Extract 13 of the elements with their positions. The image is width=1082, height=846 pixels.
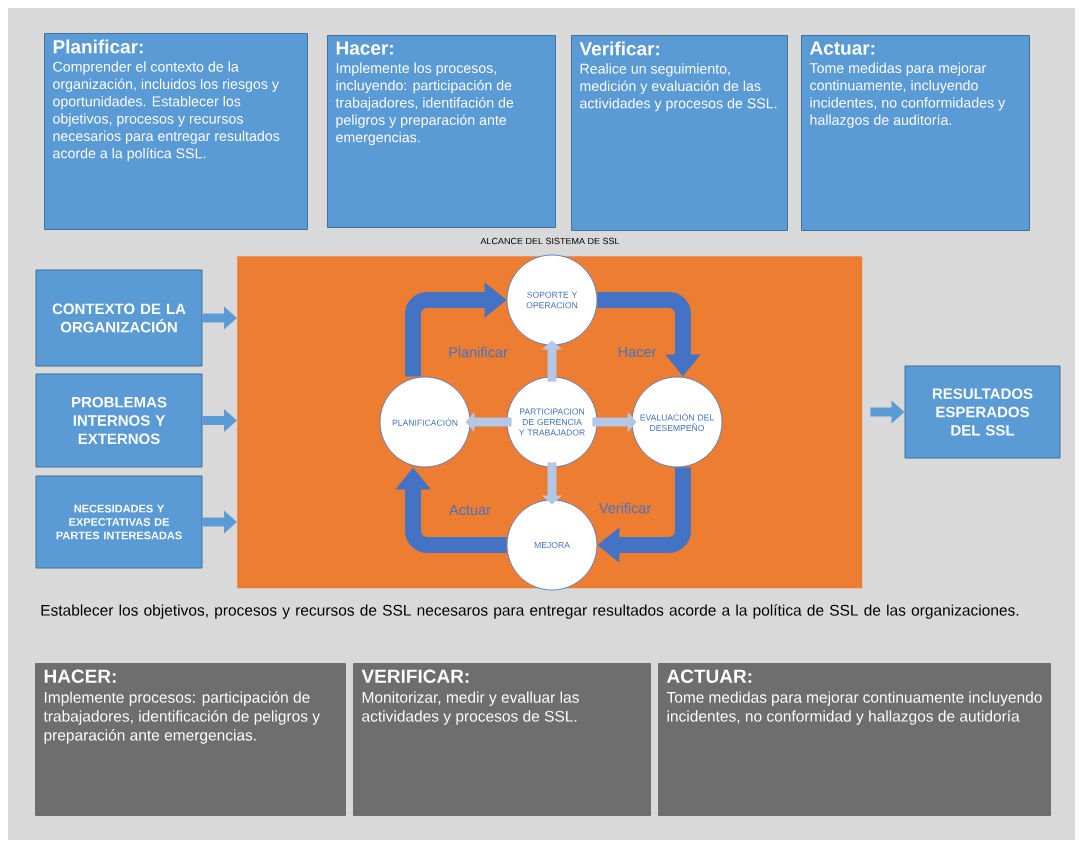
scope-title: ALCANCE DEL SISTEMA DE SSL xyxy=(480,237,620,245)
input-box: PROBLEMAS INTERNOS Y EXTERNOS xyxy=(35,373,203,468)
step-card: Actuar: Tome medidas para mejorar continuamente, incluyendo incidentes, no conformidades y hallazgos de auditoría. xyxy=(801,35,1030,231)
step-card: Planificar: Comprender el contexto de la organización, incluidos los riesgos y oportunidades. Establecer los objetivos, procesos y recursos necesarios para entregar resultados acorde a la política SSL. xyxy=(44,33,308,230)
step-card: ACTUAR: Tome medidas para mejorar continuamente incluyendo incidentes, no conformidad y hallazgos de autidoría xyxy=(658,663,1051,816)
input-box: RESULTADOS ESPERADOS DEL SSL xyxy=(904,365,1061,459)
input-box: NECESIDADES Y EXPECTATIVAS DE PARTES INTERESADAS xyxy=(35,475,203,569)
note-text: Establecer los objetivos, procesos y recursos de SSL necesaros para entregar resultados acorde a la política de SSL de las organizaciones. xyxy=(41,604,1019,619)
step-card: Hacer: Implemente los procesos, incluyendo: participación de trabajadores, identifación de peligros y preparación ante emergencias. xyxy=(327,35,556,228)
step-card: Verificar: Realice un seguimiento, medición y evaluación de las actividades y procesos de SSL. xyxy=(571,35,788,231)
step-card: HACER: Implemente procesos: participación de trabajadores, identificación de peligros y preparación ante emergencias. xyxy=(35,663,346,816)
step-card: VERIFICAR: Monitorizar, medir y evalluar las actividades y procesos de SSL. xyxy=(353,663,651,816)
input-box: CONTEXTO DE LA ORGANIZACIÓN xyxy=(35,269,203,367)
